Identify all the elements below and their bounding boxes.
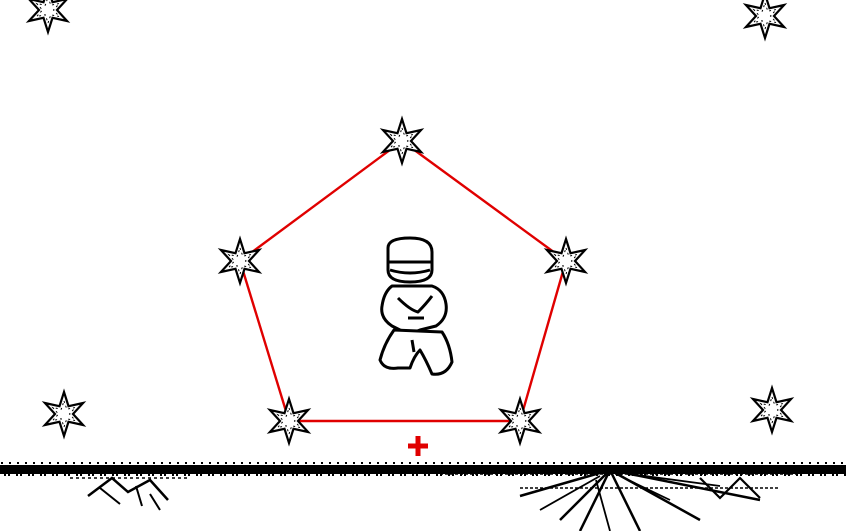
star-field [25, 0, 795, 447]
star-icon[interactable] [217, 235, 263, 287]
constellation-link [238, 139, 404, 263]
kneeling-figure-icon [378, 236, 454, 376]
star-icon [25, 0, 71, 36]
crosshair-icon[interactable] [408, 436, 428, 456]
constellation-links [238, 139, 568, 423]
star-icon [742, 0, 788, 42]
ground-line [0, 462, 846, 476]
star-icon[interactable] [379, 115, 425, 167]
star-icon[interactable] [266, 395, 312, 447]
star-icon [41, 388, 87, 440]
constellation-link [238, 259, 291, 423]
constellation-link [518, 259, 568, 423]
star-icon[interactable] [543, 235, 589, 287]
star-icon[interactable] [497, 395, 543, 447]
ground-debris [70, 468, 800, 531]
constellation-link [400, 139, 568, 263]
star-icon [749, 384, 795, 436]
